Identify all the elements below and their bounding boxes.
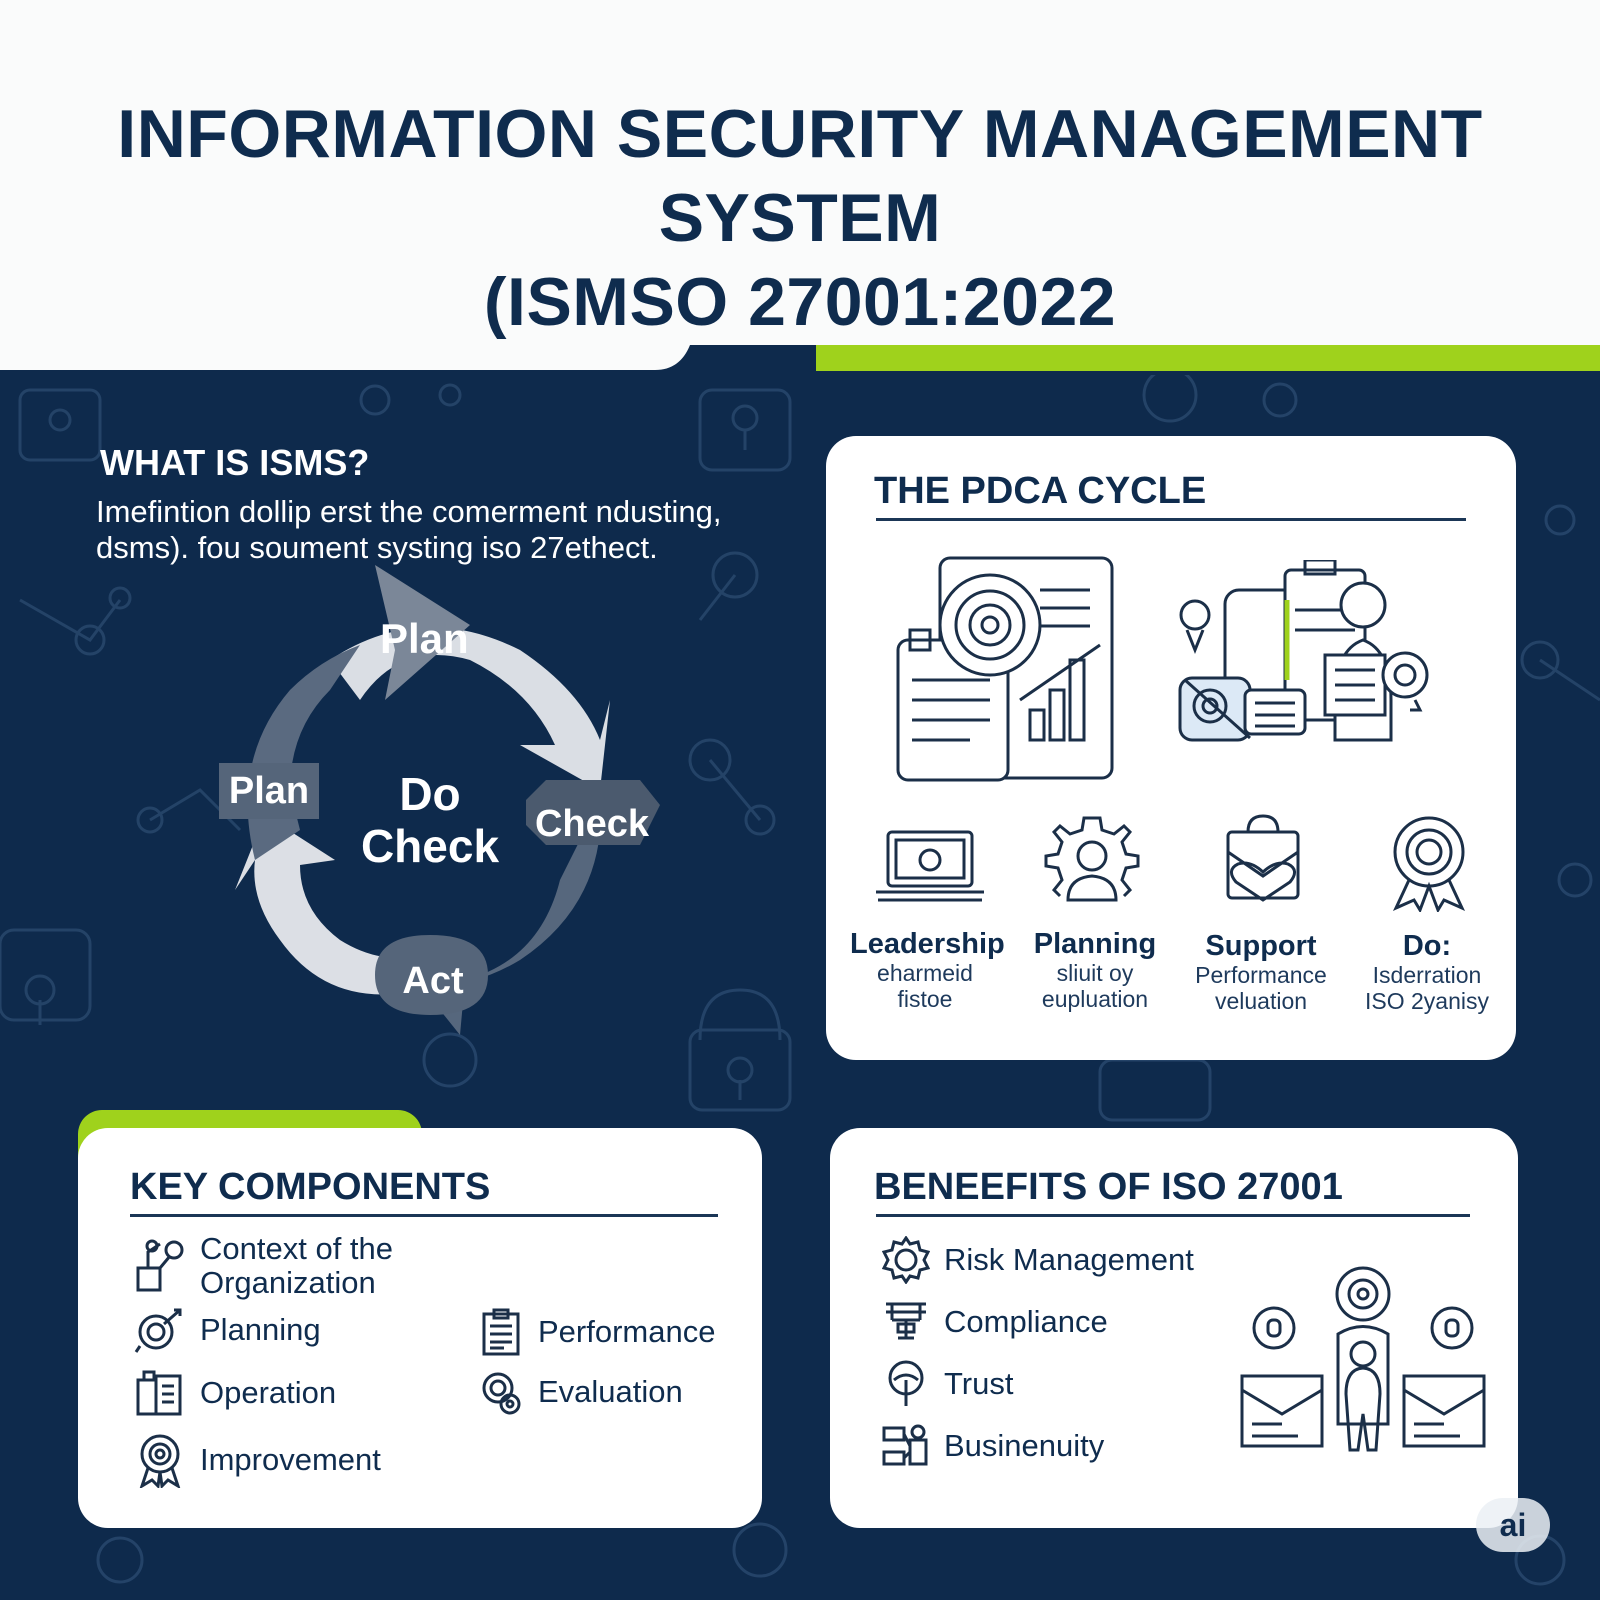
pdca-item-title: Do:	[1402, 930, 1452, 962]
document-target-chart-illustration	[896, 556, 1114, 782]
cycle-label-act: Act	[402, 960, 464, 1002]
title-line-2: (ISMSO 27001:2022	[483, 264, 1117, 340]
pdca-item-title: Planning	[1033, 928, 1157, 960]
key-item-context: Context of the Organization	[134, 1232, 440, 1300]
benefit-item-compliance: Compliance	[882, 1298, 1108, 1346]
laptop-icon	[876, 830, 984, 902]
pdca-item-support: Support Performance veluation	[1186, 930, 1336, 1014]
key-components-rule	[130, 1214, 718, 1217]
operation-icon	[136, 1370, 182, 1416]
benefit-item-trust: Trust	[882, 1360, 1013, 1408]
pdca-item-sub: eharmeid	[877, 960, 973, 986]
heart-bag-icon	[1226, 814, 1300, 902]
gear-icon	[882, 1236, 930, 1284]
key-item-operation: Operation	[134, 1368, 336, 1418]
act-tag	[375, 935, 488, 1015]
evaluation-icon	[482, 1372, 521, 1415]
planning-icon	[134, 1308, 182, 1353]
trust-icon	[888, 1360, 924, 1406]
pdca-item-sub: Performance	[1195, 962, 1327, 988]
cycle-arrow-plan-to-check	[330, 627, 610, 790]
key-item-label: Improvement	[200, 1442, 381, 1477]
performance-icon	[482, 1308, 520, 1356]
cycle-arrow-act-to-plan	[235, 815, 420, 995]
pdca-item-leadership: Leadership eharmeid fistoe	[850, 928, 1005, 1012]
header: INFORMATION SECURITY MANAGEMENT SYSTEM (…	[0, 0, 1600, 375]
pdca-item-title: Leadership	[850, 928, 1005, 960]
benefits-card	[830, 1128, 1518, 1528]
cycle-label-plan-top: Plan	[380, 615, 469, 662]
pdca-title-rule	[876, 518, 1466, 521]
pdca-item-sub: Isderration	[1372, 962, 1482, 988]
benefit-item-label: Compliance	[944, 1304, 1108, 1339]
pdca-item-sub: sliuit oy	[1056, 960, 1134, 986]
benefit-item-label: Businenuity	[944, 1428, 1105, 1463]
pdca-card-title: THE PDCA CYCLE	[874, 470, 1207, 512]
key-item-improvement: Improvement	[134, 1432, 381, 1488]
key-item-planning: Planning	[134, 1306, 321, 1354]
key-components-title: KEY COMPONENTS	[130, 1166, 491, 1208]
key-item-label: Evaluation	[538, 1374, 683, 1409]
benefits-rule	[876, 1214, 1470, 1217]
ai-badge: ai	[1476, 1498, 1550, 1552]
check-tag	[526, 780, 660, 845]
key-item-label: Context of the Organization	[200, 1231, 394, 1300]
people-documents-illustration	[1178, 560, 1429, 742]
business-icon	[882, 1424, 928, 1466]
isms-heading: WHAT IS ISMS?	[100, 442, 370, 483]
pdca-item-planning: Planning sliuit oy eupluation	[1020, 928, 1170, 1012]
key-item-performance: Performance	[480, 1308, 715, 1356]
background-lock-network-pattern	[0, 375, 1600, 1586]
pdca-item-title: Support	[1205, 930, 1317, 962]
cycle-center-check: Check	[360, 820, 500, 872]
title-line-1: INFORMATION SECURITY MANAGEMENT SYSTEM	[117, 96, 1483, 256]
cycle-center-label: Do Check	[330, 768, 530, 872]
cycle-label-plan-left: Plan	[219, 763, 319, 819]
award-ribbon-icon	[1392, 816, 1466, 912]
pdca-item-sub: eupluation	[1041, 986, 1149, 1012]
cycle-label-check: Check	[534, 803, 650, 845]
benefit-item-business: Businenuity	[882, 1422, 1104, 1470]
benefit-item-label: Trust	[944, 1366, 1014, 1401]
key-item-evaluation: Evaluation	[480, 1368, 683, 1416]
pdca-item-sub: fistoe	[897, 986, 953, 1012]
cycle-center-do: Do	[399, 768, 461, 820]
key-components-card	[78, 1128, 762, 1528]
key-item-label: Operation	[200, 1375, 337, 1410]
compliance-icon	[886, 1302, 926, 1340]
security-team-illustration	[1240, 1266, 1486, 1452]
improvement-icon	[139, 1434, 181, 1488]
pdca-item-sub: ISO 2yanisy	[1365, 988, 1489, 1014]
benefit-item-risk: Risk Management	[882, 1236, 1194, 1284]
cycle-arrow-check-to-act	[420, 790, 601, 1035]
key-item-label: Performance	[538, 1314, 716, 1349]
cycle-arrow-head-top	[375, 565, 470, 700]
header-banner-decoration	[0, 345, 1600, 380]
gear-person-icon	[1044, 816, 1140, 902]
context-icon	[136, 1239, 184, 1292]
pdca-item-do: Do: Isderration ISO 2yanisy	[1352, 930, 1502, 1014]
isms-description: Imefintion dollip erst the comerment ndu…	[96, 494, 722, 565]
page-title: INFORMATION SECURITY MANAGEMENT SYSTEM (…	[0, 92, 1600, 344]
benefits-title: BENEEFITS OF ISO 27001	[874, 1166, 1343, 1208]
key-item-label: Planning	[200, 1312, 321, 1347]
benefit-item-label: Risk Management	[944, 1242, 1194, 1277]
pdca-item-sub: veluation	[1214, 988, 1308, 1014]
